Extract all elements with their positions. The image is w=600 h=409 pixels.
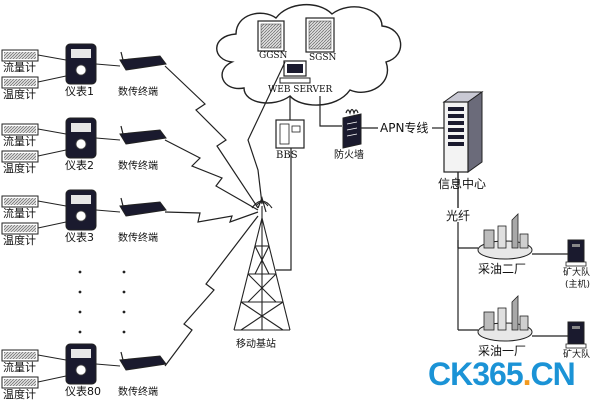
web-server-icon [279, 60, 311, 84]
sgsn-label: SGSN [309, 53, 337, 63]
field-unit-1 [1, 43, 167, 89]
connection-lines [276, 96, 568, 337]
temp-link [37, 75, 67, 83]
ggsn-label: GGSN [259, 51, 288, 61]
meter-label: 仪表80 [64, 385, 102, 398]
meter-dial [75, 364, 87, 376]
field-unit-4 [1, 343, 167, 389]
flow-link [37, 54, 67, 61]
data-terminal-label: 数传终端 [118, 87, 158, 98]
temp-meter-label: 温度计 [2, 88, 37, 101]
meter-display [71, 349, 91, 358]
meter-dial [75, 138, 87, 150]
web-server-label: WEB SERVER [268, 85, 333, 95]
meter-terminal-link [95, 137, 121, 141]
data-terminal-label: 数传终端 [118, 233, 158, 244]
plant-1-icon [477, 295, 533, 342]
flow-link [37, 354, 67, 361]
wireless-links [164, 61, 286, 367]
flow-link [37, 128, 67, 135]
bbs-label: BBS [276, 150, 298, 161]
team-pc-icon [565, 321, 587, 349]
plant-1-label: 采油一厂 [478, 344, 527, 358]
base-station-tower-icon [233, 200, 291, 331]
apn-label: APN专线 [380, 121, 429, 135]
plant-2-icon [477, 213, 533, 260]
data-terminal-icon [119, 55, 167, 71]
data-terminal-icon [119, 355, 167, 371]
data-terminal-label: 数传终端 [118, 161, 158, 172]
info-center-server-icon [442, 91, 484, 173]
base-station-label: 移动基站 [236, 339, 276, 350]
temp-meter-panel [4, 225, 36, 232]
firewall-icon [342, 108, 362, 149]
flow-meter-panel [4, 126, 36, 133]
temp-meter-panel [4, 379, 36, 386]
info-center-label: 信息中心 [438, 177, 487, 191]
watermark-cn: CN [530, 356, 576, 392]
meter-dial [75, 210, 87, 222]
meter-terminal-link [95, 63, 121, 67]
field-units-graphics [1, 43, 167, 389]
temp-meter-label: 温度计 [2, 234, 37, 247]
meter-label: 仪表2 [64, 159, 95, 172]
flow-meter-label: 流量计 [2, 135, 37, 148]
meter-display [71, 195, 91, 204]
watermark-365: 365 [472, 356, 523, 392]
plant-2-label: 采油二厂 [478, 262, 527, 276]
meter-label: 仪表3 [64, 231, 95, 244]
temp-link [37, 221, 67, 229]
fiber-label: 光纤 [446, 209, 471, 223]
terminal-antenna [120, 351, 124, 361]
temp-link [37, 149, 67, 157]
flow-meter-panel [4, 198, 36, 205]
data-terminal-icon [119, 201, 167, 217]
meter-display [71, 123, 91, 132]
ggsn-icon [257, 20, 285, 52]
flow-meter-panel [4, 52, 36, 59]
meter-label: 仪表1 [64, 85, 95, 98]
flow-meter-panel [4, 352, 36, 359]
flow-meter-label: 流量计 [2, 61, 37, 74]
firewall-label: 防火墙 [334, 150, 364, 161]
flow-link [37, 200, 67, 207]
field-unit-3 [1, 189, 167, 235]
watermark-logo: CK365.CN [428, 356, 576, 392]
team-host-pc-icon [565, 239, 587, 267]
temp-meter-label: 温度计 [2, 162, 37, 175]
watermark-dot: . [522, 356, 532, 392]
data-terminal-label: 数传终端 [118, 387, 158, 398]
watermark-ck: CK [428, 356, 473, 392]
flow-meter-label: 流量计 [2, 207, 37, 220]
data-terminal-icon [119, 129, 167, 145]
terminal-antenna [120, 197, 124, 207]
meter-dial [75, 64, 87, 76]
temp-meter-panel [4, 79, 36, 86]
meter-display [71, 49, 91, 58]
team-host-note: (主机) [565, 280, 591, 290]
bbs-icon [275, 112, 305, 149]
temp-link [37, 375, 67, 383]
flow-meter-label: 流量计 [2, 361, 37, 374]
team-label: 矿大队 [563, 350, 591, 360]
terminal-antenna [120, 125, 124, 135]
terminal-antenna [120, 51, 124, 61]
temp-meter-label: 温度计 [2, 388, 37, 401]
field-unit-2 [1, 117, 167, 163]
meter-terminal-link [95, 209, 121, 213]
team-host-label: 矿大队 [563, 268, 591, 278]
sgsn-icon [305, 17, 335, 53]
temp-meter-panel [4, 153, 36, 160]
more-units-ellipsis [78, 270, 126, 334]
meter-terminal-link [95, 363, 121, 367]
